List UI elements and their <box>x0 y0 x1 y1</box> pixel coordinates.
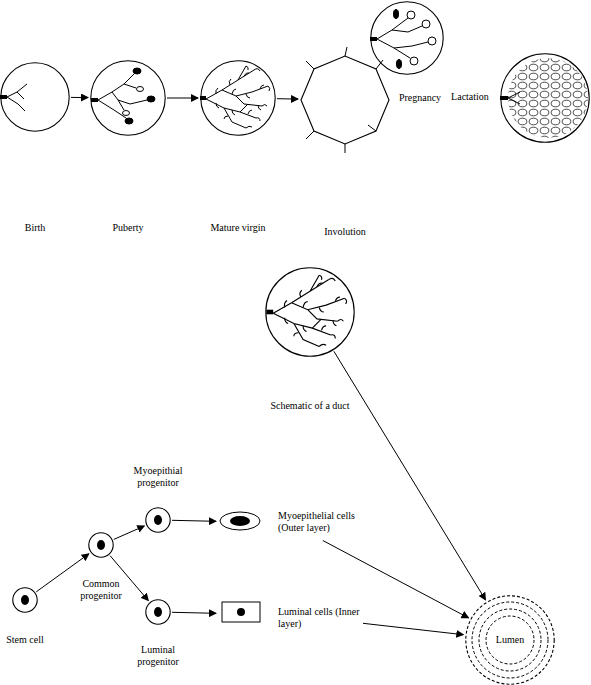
outline-shape <box>266 268 354 356</box>
arrow-connector <box>71 97 88 98</box>
duct-tree <box>370 10 436 69</box>
node-label: Myoepithial progenitor <box>128 465 188 489</box>
stage-circle: Schematic of a duct <box>265 267 355 357</box>
outline-shape <box>301 56 389 144</box>
cell-nuclei <box>21 515 162 617</box>
duct-tree <box>266 275 346 346</box>
node-outline <box>265 267 355 357</box>
outline-shape <box>466 596 554 684</box>
node-label: Pregnancy <box>390 92 450 104</box>
node-outline <box>200 60 276 136</box>
node-outline <box>500 53 590 143</box>
stage-circle: Puberty <box>90 60 166 136</box>
arrow-connector <box>36 554 89 592</box>
myoepithelial-cell <box>220 512 260 530</box>
node-label: Common progenitor <box>71 578 131 602</box>
stage-circle: Myoepithial progenitor <box>145 507 171 533</box>
arrow-connector <box>110 556 148 601</box>
node-label: Lumen <box>465 634 555 646</box>
node-outline <box>300 55 390 145</box>
node-label: Schematic of a duct <box>245 400 375 412</box>
outline-shape <box>13 588 37 612</box>
involution-spikes <box>306 47 383 153</box>
cell-group: Luminal cells (Inner layer) <box>218 598 362 632</box>
outline-shape <box>146 600 170 624</box>
node-label: Luminal progenitor <box>128 644 188 668</box>
duct-tree <box>0 84 27 111</box>
outline-shape <box>1 63 69 131</box>
duct-tree <box>91 68 155 124</box>
node-label: Stem cell <box>0 634 55 646</box>
outline-shape <box>371 2 443 74</box>
stage-circle: Luminal progenitor <box>145 599 171 625</box>
luminal-cell <box>222 602 260 622</box>
arrow-connector <box>114 526 145 539</box>
node-label: Involution <box>295 226 395 238</box>
stage-circle: Lumen <box>465 595 555 685</box>
outline-shape <box>91 61 165 135</box>
alveoli <box>500 58 588 138</box>
node-outline <box>90 60 166 136</box>
stage-circle: Pregnancy <box>370 1 444 75</box>
node-label: Puberty <box>88 222 168 234</box>
arrow-connector <box>323 541 469 618</box>
stage-circle: Common progenitor <box>88 532 114 558</box>
node-outline <box>88 532 114 558</box>
arrow-connector <box>277 98 298 99</box>
arrow-connector <box>172 520 216 521</box>
stage-circle: Mature virgin <box>200 60 276 136</box>
outline-shape <box>201 61 275 135</box>
node-outline <box>12 587 38 613</box>
node-label: Lactation <box>425 91 515 103</box>
outline-shape <box>501 54 589 142</box>
arrow-connector <box>363 623 463 634</box>
node-outline <box>145 507 171 533</box>
cell-group: Myoepithelial cells (Outer layer) <box>218 506 362 540</box>
stage-circle: Lactation <box>500 53 590 143</box>
node-outline <box>370 1 444 75</box>
node-label: Birth <box>5 222 65 234</box>
outline-shape <box>146 508 170 532</box>
arrow-connector <box>172 612 216 613</box>
duct-tree <box>200 66 270 128</box>
node-label: Luminal cells (Inner layer) <box>278 606 362 630</box>
stage-circle: Involution <box>300 55 390 145</box>
stage-circle: Birth <box>0 62 70 132</box>
arrow-connector <box>334 351 486 600</box>
node-outline <box>145 599 171 625</box>
node-label: Myoepithelial cells (Outer layer) <box>278 510 362 534</box>
stage-circle: Stem cell <box>12 587 38 613</box>
outline-shape <box>89 533 113 557</box>
node-outline <box>0 62 70 132</box>
arrow-connector <box>167 98 198 99</box>
node-label: Mature virgin <box>188 222 288 234</box>
